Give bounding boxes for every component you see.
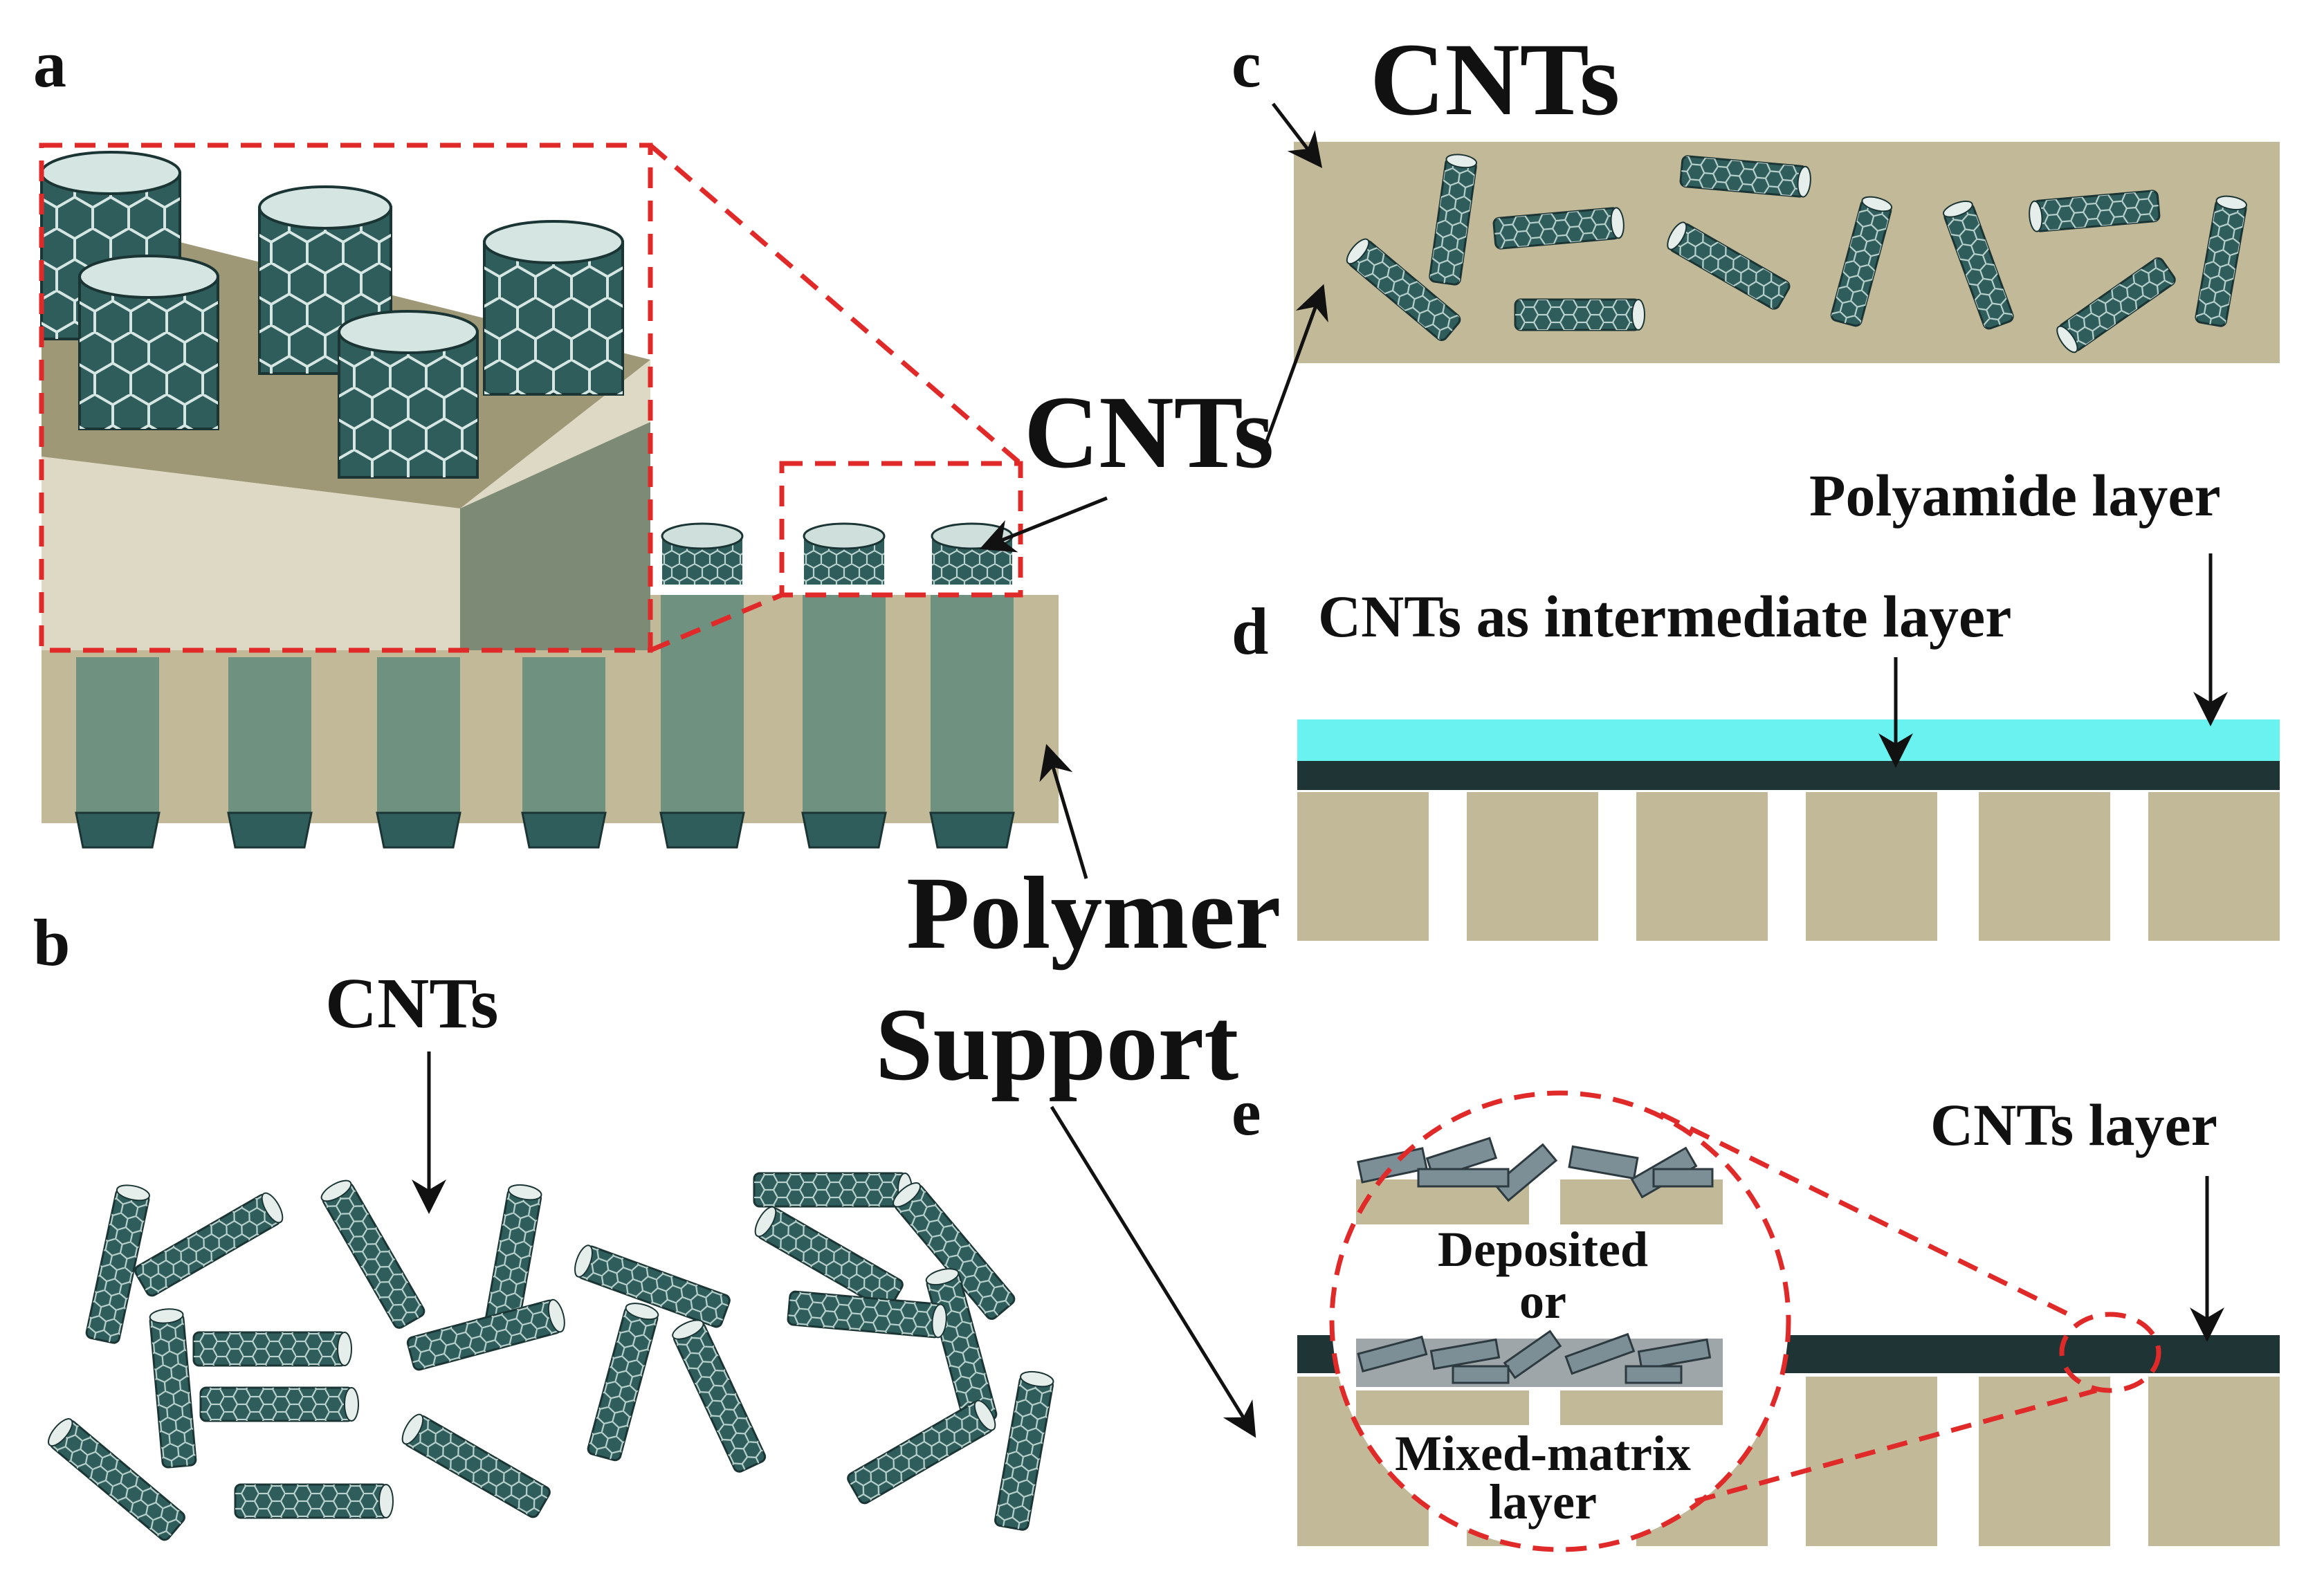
panel-b-cnts-label: CNTs [325, 964, 499, 1043]
panel-c-cnts-label: CNTs [1370, 22, 1620, 137]
panel-e-zoom-lines [1659, 1111, 2161, 1504]
panel-a: a [33, 27, 1281, 971]
panel-d-intermediate-label: CNTs as intermediate layer [1318, 583, 2011, 650]
cnt [786, 1290, 949, 1339]
magnified-circle: Deposited or Mixed-matrix layer [1329, 1090, 1791, 1552]
panel-a-polymer-arrow [1039, 744, 1088, 879]
panel-b-support-label: Support [875, 987, 1238, 1102]
large-cnt-4 [483, 220, 624, 396]
panel-a-cnts-label: CNTs [1024, 375, 1274, 490]
panel-b-letter: b [33, 906, 70, 980]
cnt-intermediate-layer [1297, 761, 2280, 790]
panel-a-cnts-arrow [979, 496, 1108, 553]
panel-d-letter: d [1232, 594, 1268, 668]
panel-c-letter: c [1232, 27, 1261, 101]
cnt [753, 1172, 913, 1208]
cnt [585, 1299, 661, 1462]
panel-e-cnts-layer-label: CNTs layer [1930, 1092, 2217, 1158]
vertical-cnt-channels [76, 595, 1014, 813]
panel-b: b CNTs Support [33, 906, 1256, 1543]
cnt [397, 1410, 553, 1521]
polyamide-layer [1297, 719, 2280, 762]
panel-c-arrow-top [1272, 102, 1323, 168]
cnt [668, 1315, 768, 1475]
panel-b-support-arrow [1050, 1105, 1256, 1438]
cnt [148, 1306, 197, 1469]
or-label: or [1519, 1274, 1566, 1329]
cnt [132, 1188, 288, 1299]
panel-a-letter: a [33, 27, 66, 101]
panel-e-letter: e [1232, 1075, 1261, 1149]
panel-d-polyamide-label: Polyamide layer [1809, 462, 2221, 529]
cnt [1514, 298, 1646, 331]
cnt [317, 1175, 428, 1331]
mixed-matrix-label-1: Mixed-matrix [1395, 1426, 1691, 1481]
cnt-tops [661, 522, 1014, 585]
panel-a-polymer-label: Polymer [906, 856, 1281, 971]
cnt [993, 1368, 1056, 1532]
cnt-bottoms [75, 811, 1015, 849]
panel-e: e CNTs layer [1232, 1075, 2280, 1552]
mixed-matrix-label-2: layer [1489, 1474, 1597, 1530]
random-cnt-network [43, 1172, 1056, 1543]
deposited-label: Deposited [1438, 1222, 1648, 1277]
zoom-inset [40, 151, 650, 650]
porous-support [1297, 792, 2280, 941]
zoom-callout-lines [39, 143, 1023, 653]
cnt [199, 1386, 360, 1422]
large-cnt-2 [78, 255, 219, 430]
cnt [234, 1483, 394, 1519]
cnt [845, 1396, 1000, 1507]
large-cnt-5 [338, 310, 479, 479]
panel-c: c CNTs [1232, 22, 2280, 443]
panel-c-arrow-side [1264, 284, 1328, 443]
cnt [192, 1331, 353, 1367]
panel-d: d CNTs as intermediate layer Polyamide l… [1232, 462, 2280, 941]
